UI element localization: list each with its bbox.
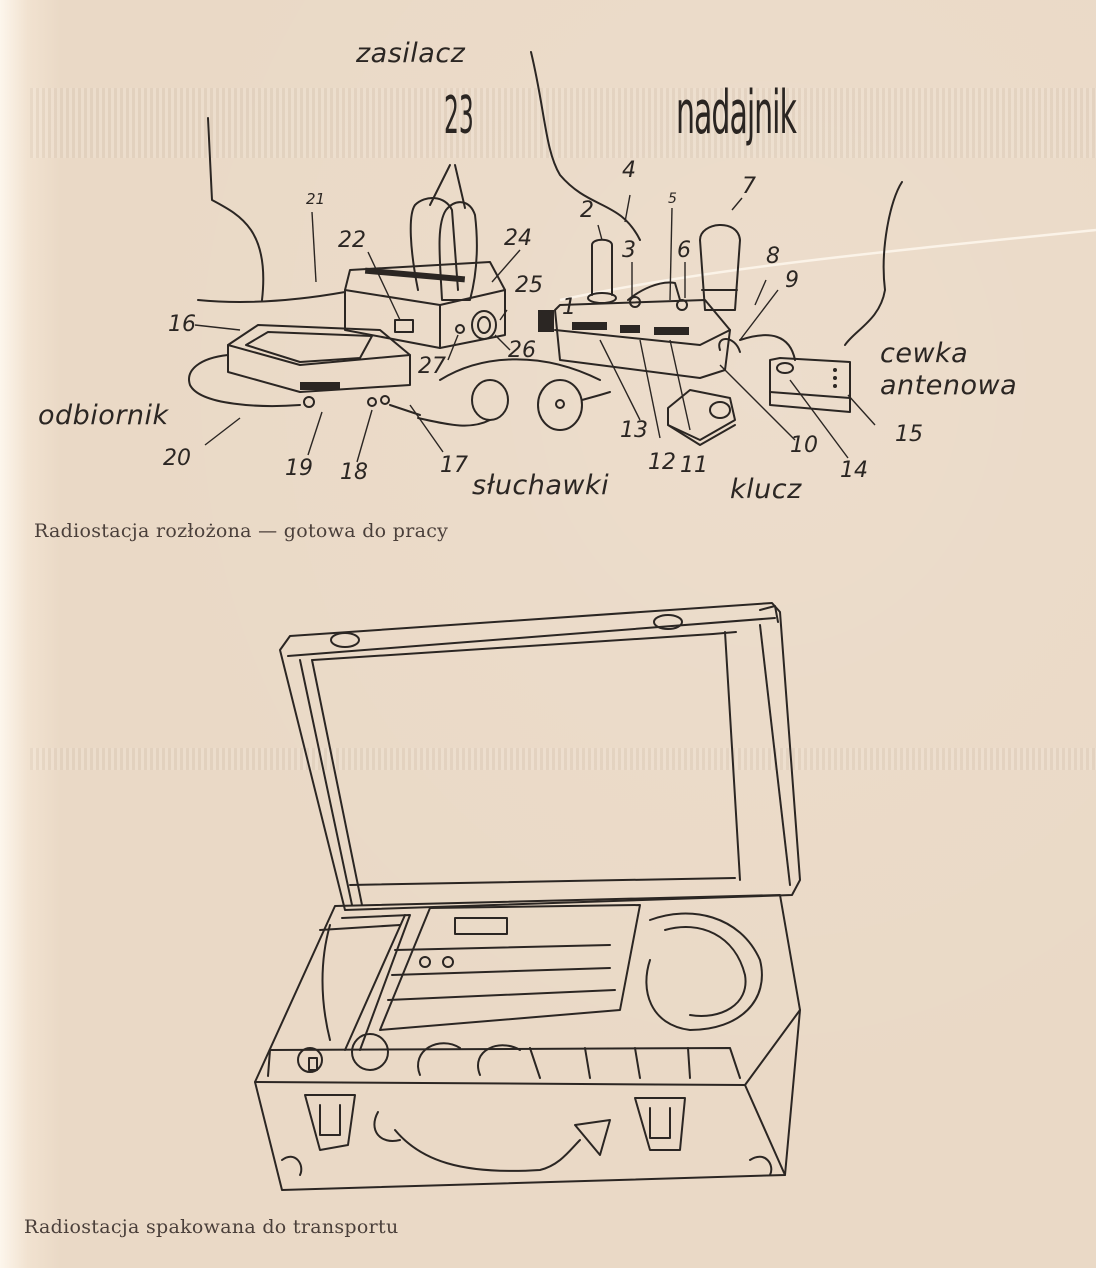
antenna-coil — [769, 357, 851, 413]
label-antenna-coil-line2: antenowa — [880, 370, 1018, 401]
callout-5: 5 — [668, 191, 677, 207]
callout-18: 18 — [340, 460, 368, 485]
callout-26: 26 — [508, 338, 536, 363]
label-power-supply: zasilacz — [356, 38, 466, 69]
callout-2: 2 — [580, 198, 594, 223]
scan-artifact-band — [30, 748, 1096, 770]
callout-24: 24 — [504, 226, 532, 251]
callout-9: 9 — [785, 268, 799, 293]
label-headphones: słuchawki — [472, 470, 610, 501]
callout-22: 22 — [338, 228, 366, 253]
figure-radio-deployed — [188, 51, 1096, 463]
callout-15: 15 — [895, 422, 923, 447]
callout-1: 1 — [562, 295, 576, 320]
callout-12: 12 — [648, 450, 676, 475]
label-antenna-coil-line1: cewka — [880, 338, 969, 369]
paper-crease — [559, 228, 1096, 302]
callout-4: 4 — [622, 158, 636, 183]
callout-leaders — [194, 194, 876, 463]
callout-10: 10 — [790, 433, 818, 458]
callout-3: 3 — [622, 238, 636, 263]
headphones — [417, 358, 611, 431]
callout-19: 19 — [285, 456, 313, 481]
vacuum-tube — [409, 197, 459, 291]
callout-21: 21 — [306, 190, 326, 208]
cable — [197, 291, 346, 303]
transmitter-unit — [538, 224, 796, 379]
suitcase-body — [254, 894, 801, 1191]
suitcase-latch — [304, 1094, 356, 1151]
callout-14: 14 — [840, 458, 868, 483]
antenna-wire-middle — [530, 51, 641, 241]
suitcase-lid — [279, 602, 801, 911]
callout-7: 7 — [742, 174, 756, 199]
callout-17: 17 — [440, 453, 468, 478]
callout-8: 8 — [766, 244, 780, 269]
suitcase-latch — [634, 1097, 686, 1151]
suitcase-corner — [281, 1155, 773, 1176]
callout-23: 23 — [444, 86, 474, 146]
callout-11: 11 — [680, 453, 708, 478]
figure-1-caption: Radiostacja rozłożona — gotowa do pracy — [34, 520, 449, 542]
label-receiver: odbiornik — [38, 400, 169, 431]
morse-key — [667, 389, 736, 446]
antenna-wire-left — [207, 117, 265, 301]
label-key: klucz — [730, 474, 802, 505]
callout-20: 20 — [163, 446, 191, 471]
suitcase-handle — [373, 1111, 611, 1172]
callout-16: 16 — [168, 312, 196, 337]
figure-2-caption: Radiostacja spakowana do transportu — [24, 1216, 399, 1238]
label-transmitter: nadajnik — [676, 78, 797, 148]
callout-25: 25 — [515, 273, 543, 298]
callout-27: 27 — [418, 354, 446, 379]
callout-6: 6 — [677, 238, 691, 263]
receiver-unit — [188, 324, 421, 416]
antenna-wire-right — [844, 181, 903, 346]
callout-13: 13 — [620, 418, 648, 443]
